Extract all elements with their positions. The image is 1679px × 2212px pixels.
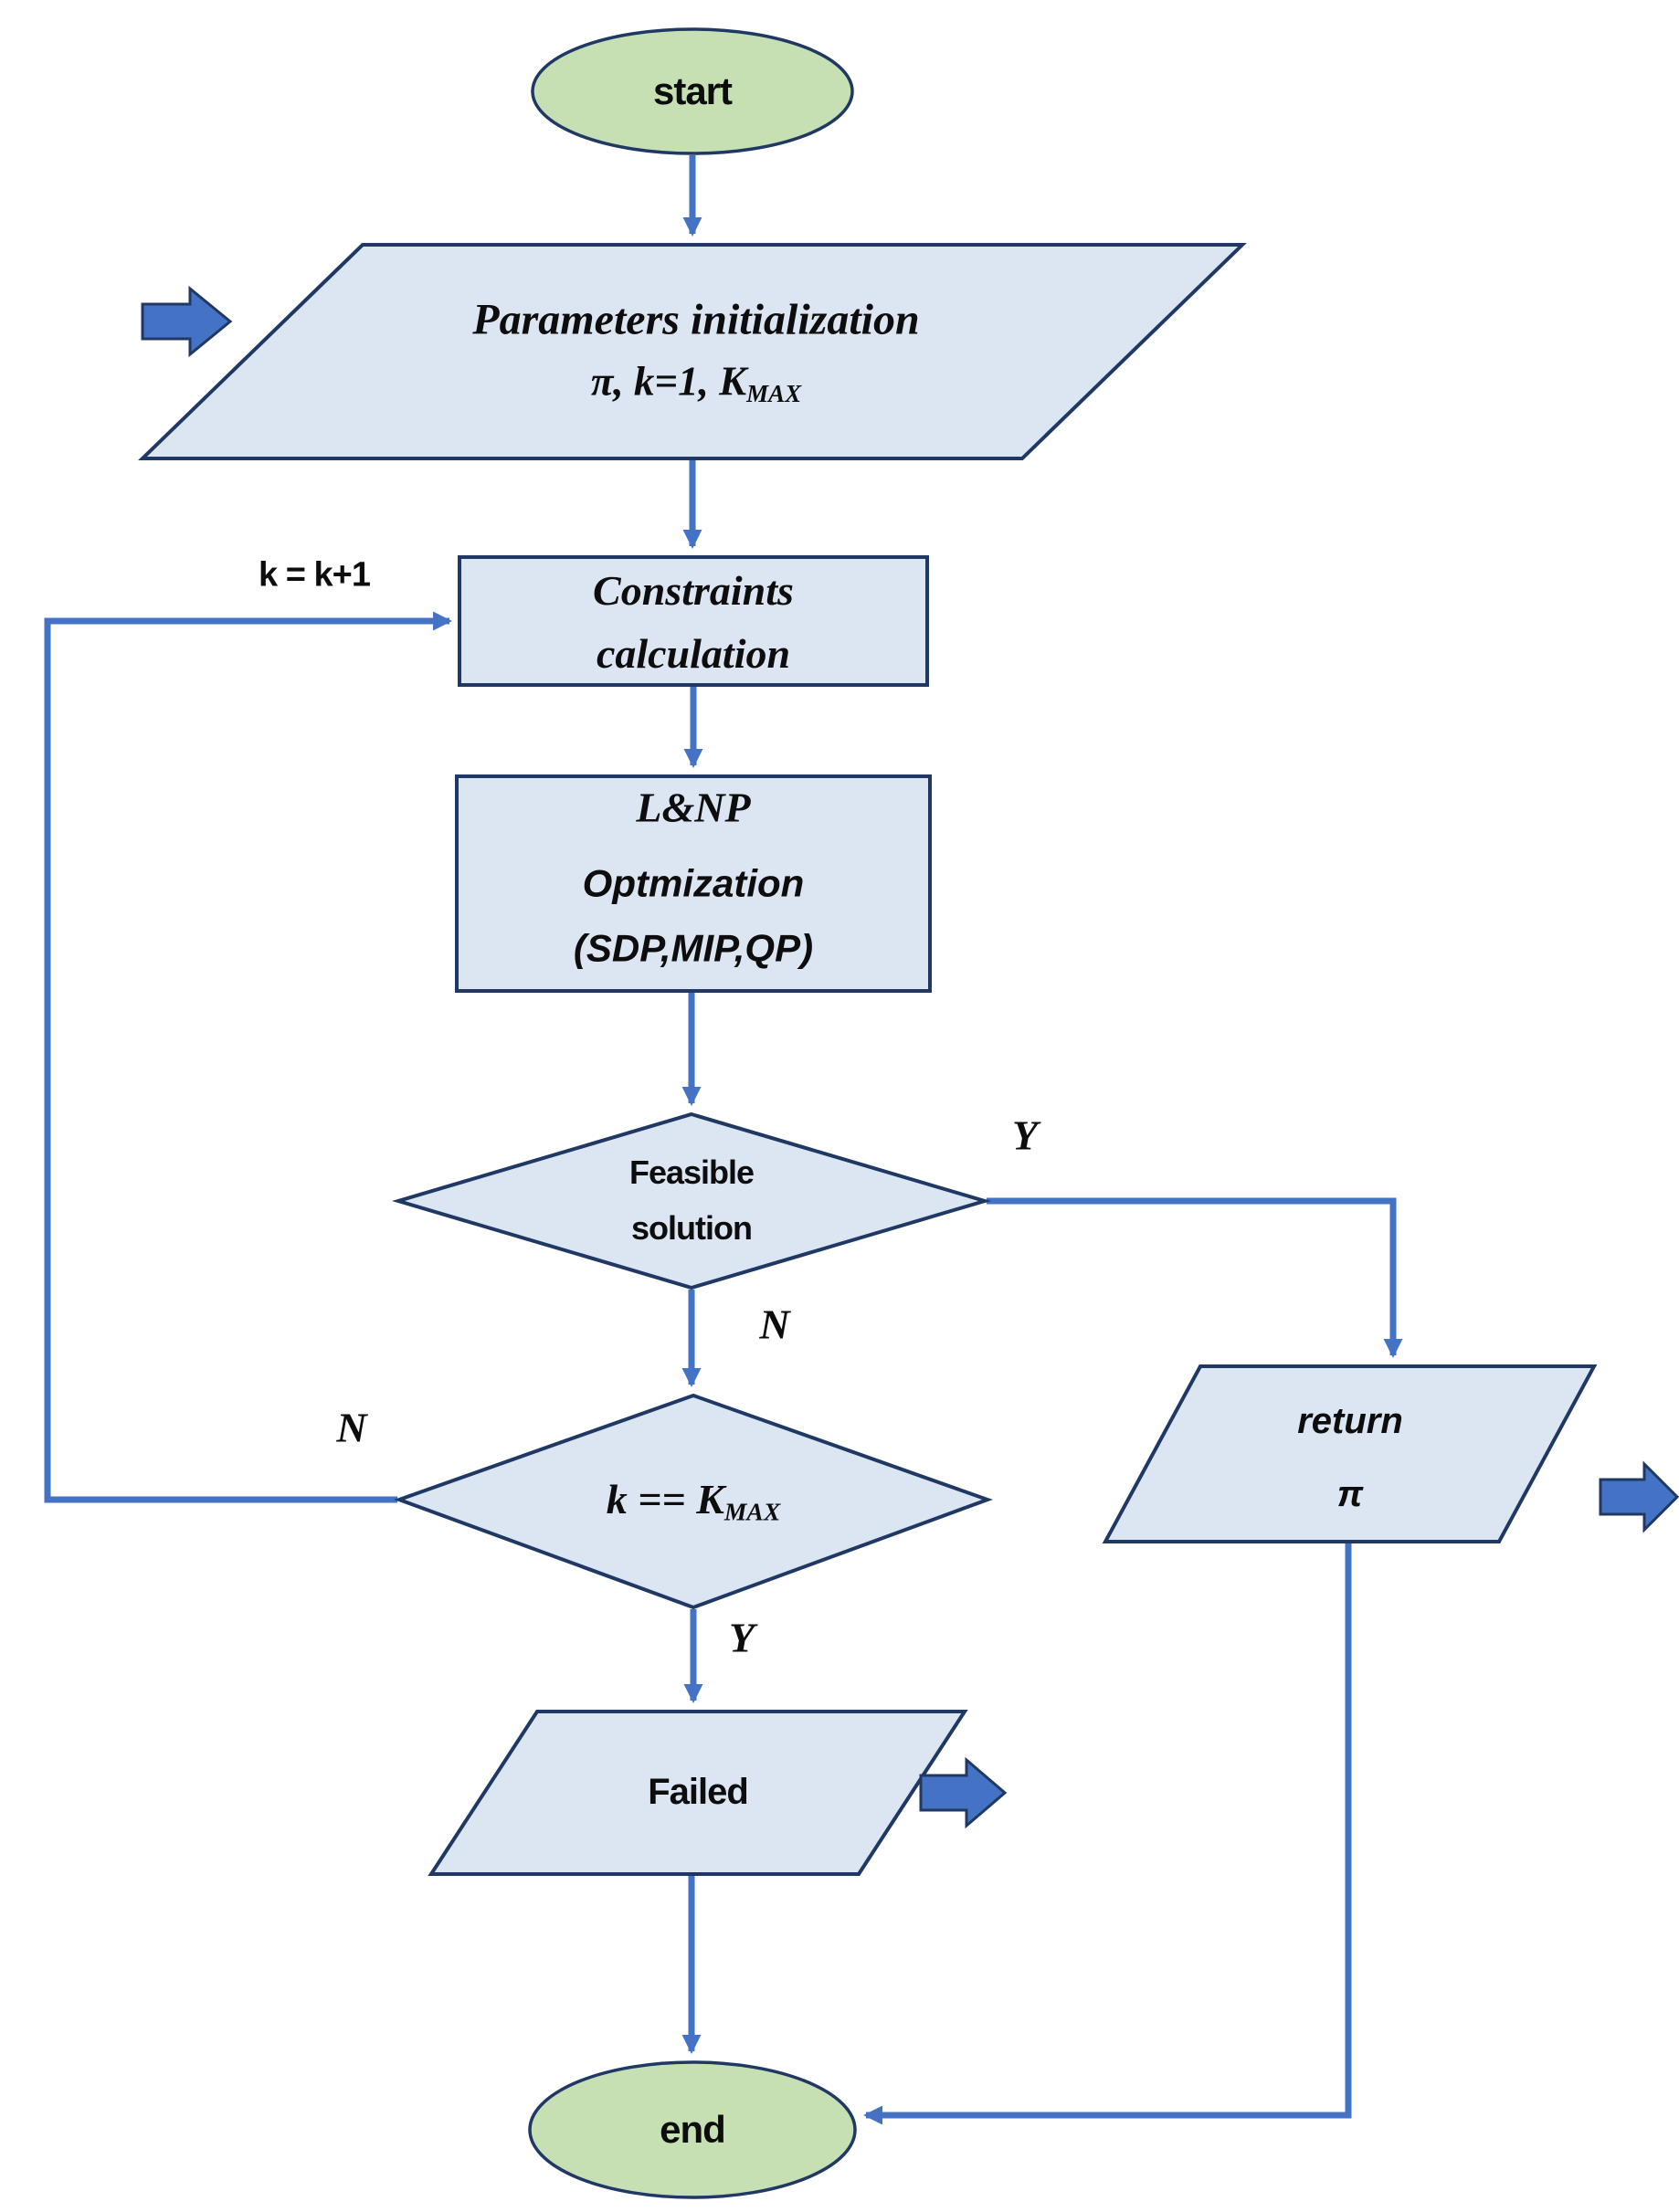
optimization-line1: L&NP [636, 784, 751, 831]
kmax-label: k == KMAX [606, 1475, 781, 1526]
failed-label: Failed [648, 1772, 749, 1812]
input-block-arrow-icon [141, 285, 233, 358]
start-terminal-shape [531, 27, 854, 155]
feasible-line1: Feasible [628, 1153, 755, 1191]
optimization-line2: Optmization [582, 861, 805, 905]
edge-kmax-no-loop [44, 611, 452, 1503]
return-line1: return [1297, 1401, 1403, 1441]
start-label: start [652, 68, 733, 112]
kmax-subscript: MAX [723, 1497, 781, 1526]
return-parallelogram-shape [1102, 1364, 1598, 1543]
constraints-line2: calculation [596, 630, 791, 677]
failed-parallelogram-shape [428, 1710, 968, 1876]
end-terminal-shape [528, 2060, 857, 2199]
optimization-process-shape [455, 774, 932, 993]
increment-edge-label: k = k+1 [259, 555, 371, 595]
feasible-line2: solution [631, 1209, 753, 1247]
optimization-label: L&NP Optmization (SDP,MIP,QP) [573, 784, 814, 982]
params-line1: Parameters initialization [472, 295, 920, 344]
constraints-process-shape [458, 555, 929, 687]
return-line2: π [1336, 1474, 1364, 1514]
feasible-yes-edge-label: Y [1011, 1111, 1039, 1159]
return-output-block-arrow-icon [1599, 1460, 1679, 1533]
feasible-label: Feasible solution [628, 1144, 755, 1256]
params-label: Parameters initialization π, k=1, KMAX [472, 288, 919, 411]
edge-return-to-end [863, 1543, 1352, 2125]
end-label: end [660, 2107, 726, 2151]
feasible-no-edge-label: N [759, 1301, 790, 1348]
kmax-decision-shape [394, 1393, 993, 1610]
optimization-line3: (SDP,MIP,QP) [573, 927, 814, 970]
kmax-no-edge-label: N [336, 1404, 367, 1451]
constraints-line1: Constraints [593, 567, 794, 614]
feasible-decision-shape [391, 1111, 992, 1290]
edge-feasible-yes [987, 1197, 1403, 1358]
failed-output-block-arrow-icon [919, 1756, 1008, 1829]
return-label: return π [1297, 1385, 1403, 1531]
params-parallelogram-shape [138, 243, 1247, 460]
constraints-label: Constraints calculation [593, 559, 794, 685]
params-line2: π, k=1, KMAX [590, 357, 802, 407]
params-kmax-subscript: MAX [746, 379, 802, 407]
kmax-yes-edge-label: Y [728, 1614, 755, 1661]
